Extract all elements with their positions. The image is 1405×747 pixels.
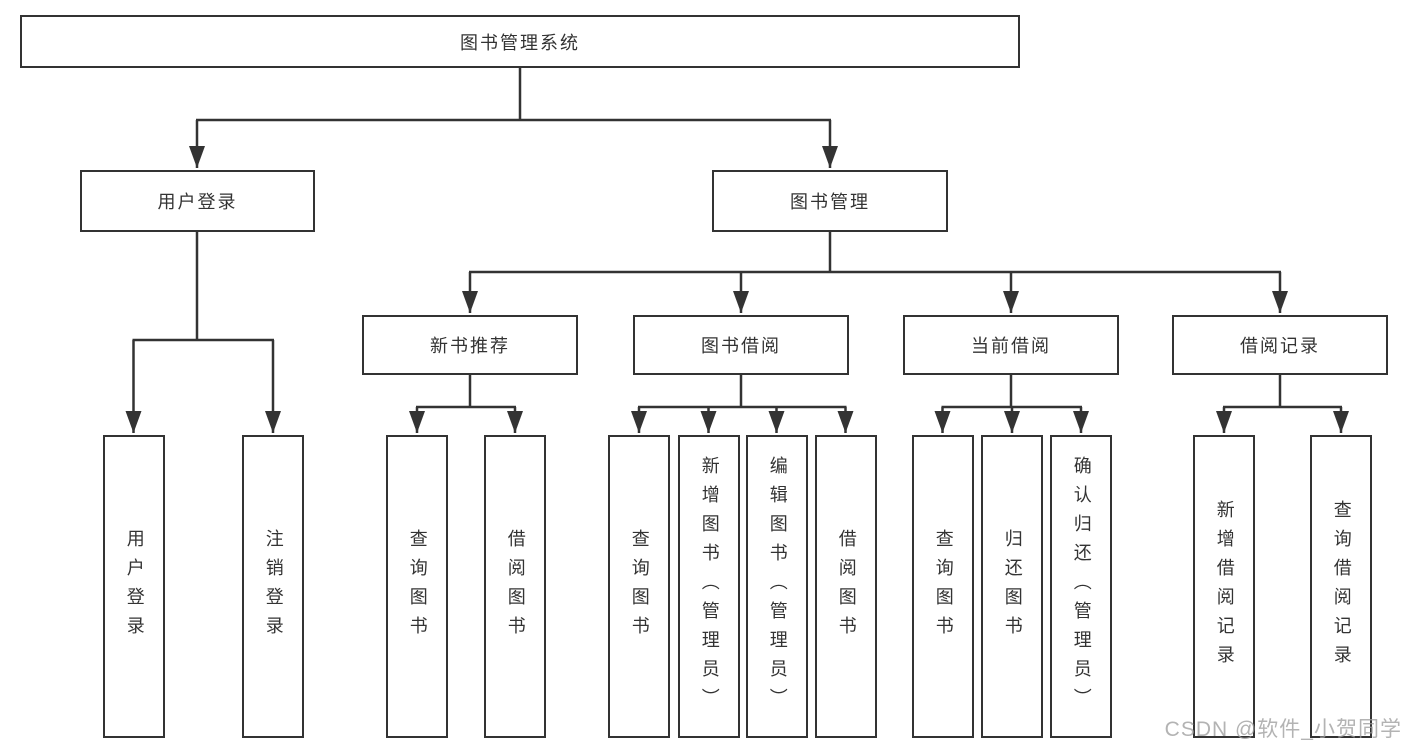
leaf-query-borrow-record: 查询借阅记录: [1310, 435, 1372, 738]
leaf-add-book-admin: 新增图书（管理员）: [678, 435, 740, 738]
node-book-borrowing: 图书借阅: [633, 315, 849, 375]
leaf-edit-book-admin: 编辑图书（管理员）: [746, 435, 808, 738]
node-new-book-recommendation: 新书推荐: [362, 315, 578, 375]
leaf-query-book-current: 查询图书: [912, 435, 974, 738]
leaf-confirm-return-admin: 确认归还（管理员）: [1050, 435, 1112, 738]
leaf-query-book-borrowing: 查询图书: [608, 435, 670, 738]
leaf-return-book: 归还图书: [981, 435, 1043, 738]
node-borrowing-records: 借阅记录: [1172, 315, 1388, 375]
leaf-borrow-book: 借阅图书: [815, 435, 877, 738]
leaf-borrow-book-recommend: 借阅图书: [484, 435, 546, 738]
leaf-add-borrow-record: 新增借阅记录: [1193, 435, 1255, 738]
node-book-management: 图书管理: [712, 170, 948, 232]
leaf-logout: 注销登录: [242, 435, 304, 738]
node-library-system: 图书管理系统: [20, 15, 1020, 68]
leaf-query-book-recommend: 查询图书: [386, 435, 448, 738]
leaf-user-login: 用户登录: [103, 435, 165, 738]
node-current-borrowing: 当前借阅: [903, 315, 1119, 375]
node-user-login: 用户登录: [80, 170, 315, 232]
watermark: CSDN @软件_小贺同学: [1164, 718, 1402, 741]
